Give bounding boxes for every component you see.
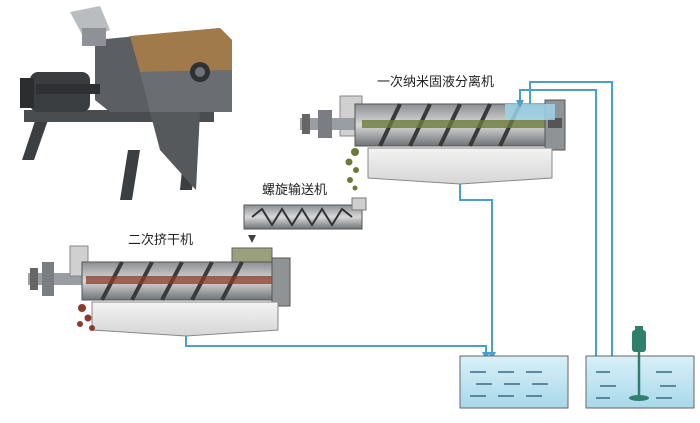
- agitator-motor-icon: [629, 326, 649, 401]
- screw-conveyor: [243, 197, 367, 243]
- label-screw-conveyor: 螺旋输送机: [262, 182, 327, 198]
- pipework: [185, 81, 613, 356]
- label-primary-separator: 一次纳米固液分离机: [377, 74, 494, 90]
- secondary-press: [28, 245, 291, 337]
- primary-separator: [300, 95, 566, 191]
- machine-photo: [20, 6, 232, 200]
- label-secondary-press: 二次挤干机: [128, 232, 193, 248]
- left-tank: [459, 355, 569, 409]
